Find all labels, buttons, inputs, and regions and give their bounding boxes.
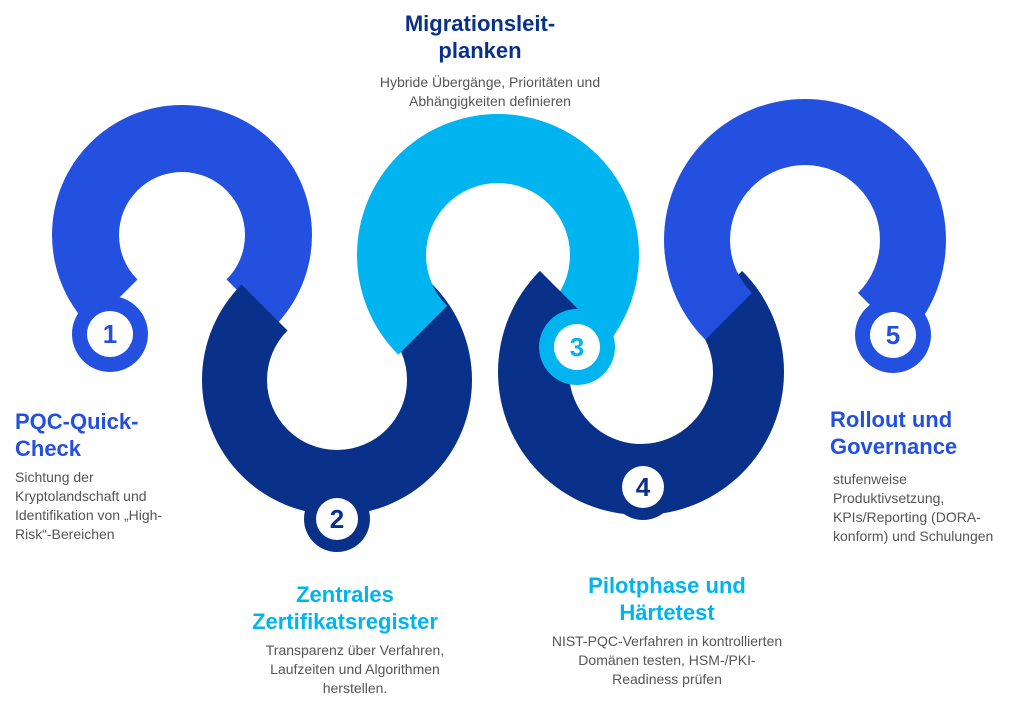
step-5-arc (664, 98, 946, 340)
step-3-text: Migrationsleit- planken Hybride Übergäng… (330, 10, 630, 111)
step-1-description: Sichtung der Kryptolandschaft und Identi… (15, 469, 163, 542)
step-1-title: PQC-Quick- Check (15, 409, 139, 461)
svg-text:3: 3 (570, 332, 584, 362)
svg-text:5: 5 (886, 320, 900, 350)
step-4-badge: 4 (610, 454, 676, 520)
step-5-badge: 5 (855, 297, 931, 373)
step-2-text: Zentrales Zertifikatsregister Transparen… (215, 581, 475, 698)
step-4-description: NIST-PQC-Verfahren in kontrollierten Dom… (551, 633, 783, 687)
step-1-arc (52, 105, 313, 327)
step-3-arc (356, 113, 639, 355)
svg-text:4: 4 (636, 472, 651, 502)
step-2-title: Zentrales Zertifikatsregister (252, 582, 438, 634)
step-4-title: Pilotphase und Härtetest (588, 573, 746, 625)
step-3-badge: 3 (539, 309, 615, 385)
step-4-text: Pilotphase und Härtetest NIST-PQC-Verfah… (527, 572, 807, 689)
svg-text:1: 1 (103, 319, 117, 349)
step-5-description: stufenweise Produktivsetzung, KPIs/Repor… (833, 471, 994, 544)
step-5-text: Rollout und Governance stufenweise Produ… (830, 406, 1020, 546)
step-2-description: Transparenz über Verfahren, Laufzeiten u… (265, 642, 445, 696)
step-2-badge: 2 (304, 486, 370, 552)
step-3-title: Migrationsleit- planken (404, 11, 556, 63)
step-3-description: Hybride Übergänge, Prioritäten und Abhän… (379, 74, 601, 109)
step-1-text: PQC-Quick- Check Sichtung der Kryptoland… (15, 408, 215, 544)
step-1-badge: 1 (72, 296, 148, 372)
step-5-title: Rollout und Governance (830, 407, 958, 459)
svg-text:2: 2 (330, 504, 344, 534)
